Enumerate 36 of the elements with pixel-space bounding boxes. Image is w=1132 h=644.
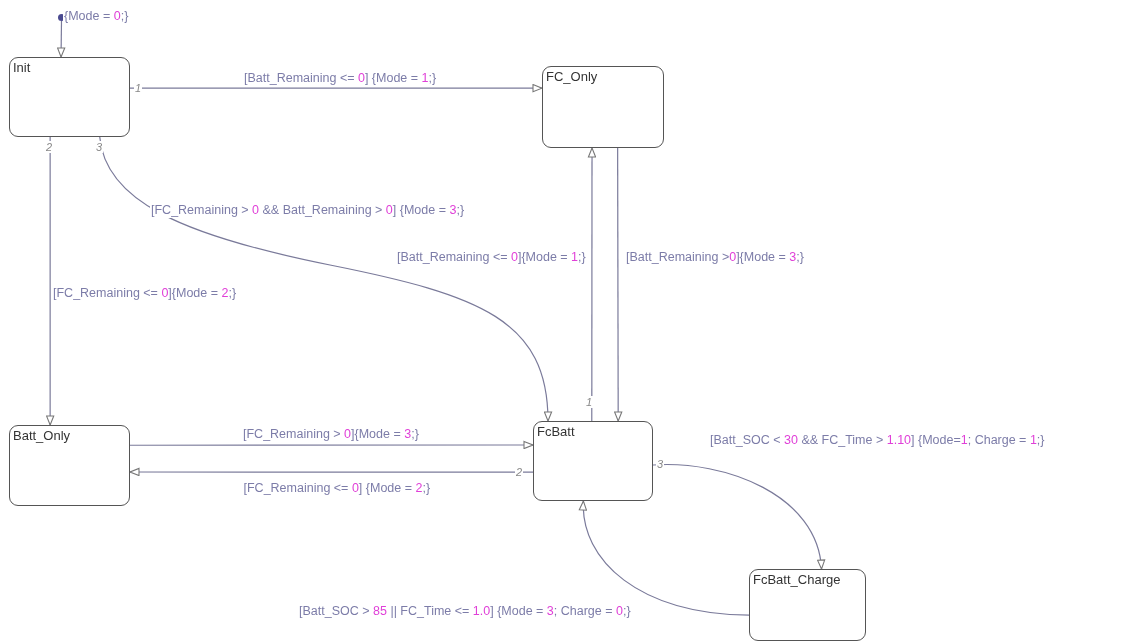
state-box	[533, 421, 653, 501]
transition-arrow	[129, 440, 534, 450]
transition-order-number: 2	[515, 466, 524, 478]
state-name: Batt_Only	[13, 428, 71, 443]
transition-arrow	[46, 136, 55, 426]
transition-arrow	[652, 463, 825, 570]
edge-label: [Batt_SOC < 30 && FC_Time > 1.10] {Mode=1; Charge = 1;}	[709, 433, 1046, 448]
transition-arrow	[129, 467, 534, 477]
transition-order-number: 2	[45, 141, 54, 153]
state-name: FC_Only	[546, 69, 598, 84]
state-box	[542, 66, 664, 148]
transition-arrow	[579, 500, 750, 616]
transition-arrow	[129, 84, 543, 93]
transition-arrow	[99, 136, 552, 422]
transition-arrow	[57, 20, 66, 58]
state-name: FcBatt_Charge	[753, 572, 841, 587]
edge-label: [Batt_Remaining <= 0]{Mode = 1;}	[396, 250, 587, 265]
edge-label: [FC_Remaining > 0 && Batt_Remaining > 0] {Mode = 3;}	[150, 203, 466, 218]
transition-order-number: 3	[656, 458, 665, 470]
transition-arrow	[587, 147, 597, 422]
edge-label: [FC_Remaining <= 0]{Mode = 2;}	[52, 286, 238, 301]
state-box	[749, 569, 866, 641]
edge-label: [Batt_Remaining >0]{Mode = 3;}	[625, 250, 805, 265]
transition-order-number: 1	[134, 82, 143, 94]
state-name: FcBatt	[537, 424, 575, 439]
edge-label: [FC_Remaining > 0]{Mode = 3;}	[242, 427, 420, 442]
transition-order-number: 1	[585, 396, 594, 408]
edge-label: [Batt_SOC > 85 || FC_Time <= 1.0] {Mode = 3; Charge = 0;}	[298, 604, 632, 619]
edge-label: [FC_Remaining <= 0] {Mode = 2;}	[242, 481, 432, 496]
state-box	[9, 425, 130, 506]
edge-label: {Mode = 0;}	[63, 9, 130, 24]
state-name: Init	[13, 60, 31, 75]
transition-arrow	[614, 147, 623, 422]
transition-order-number: 3	[95, 141, 104, 153]
state-box	[9, 57, 130, 137]
edge-label: [Batt_Remaining <= 0] {Mode = 1;}	[243, 71, 438, 86]
